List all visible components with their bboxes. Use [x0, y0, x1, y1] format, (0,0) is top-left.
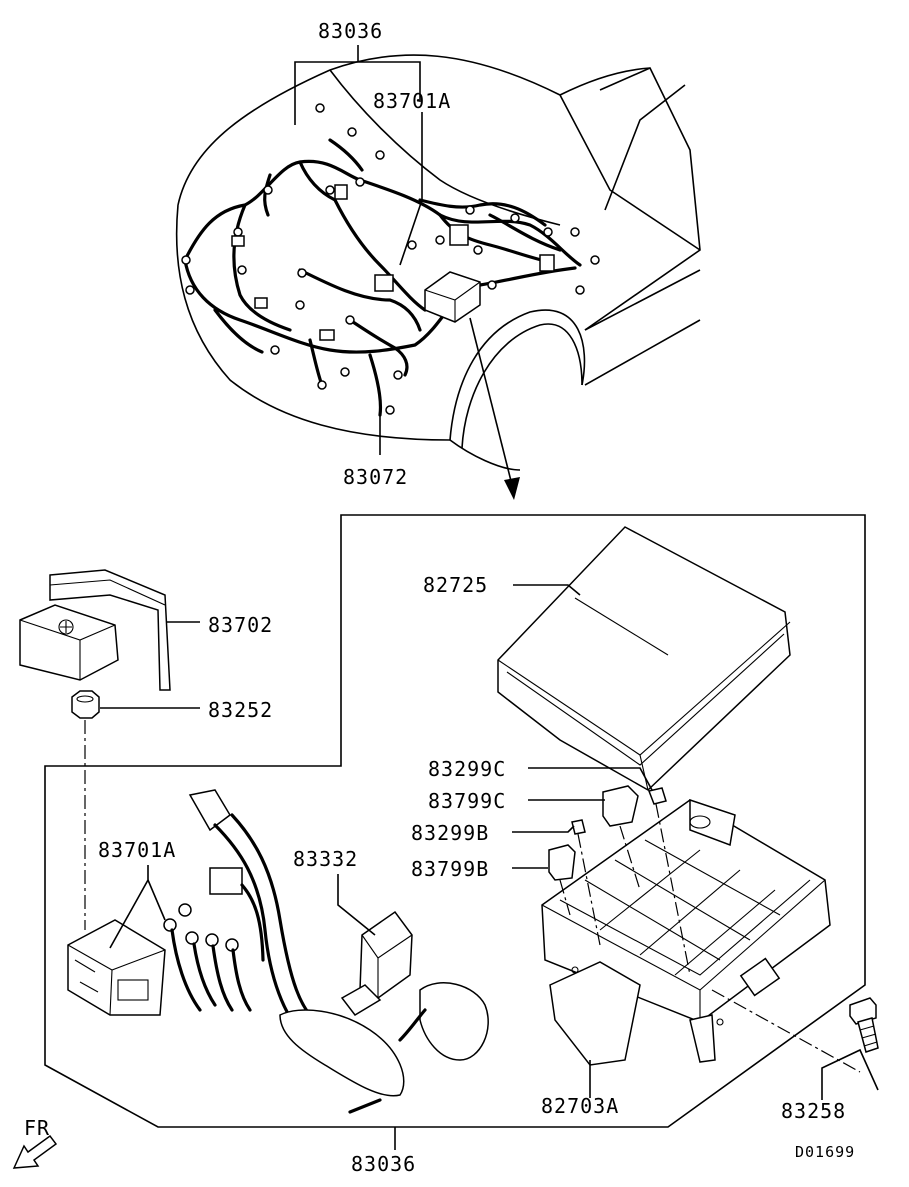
part-label-83701a: 83701A	[98, 838, 176, 862]
part-label-82703a: 82703A	[541, 1094, 619, 1118]
bracket-83702	[19, 569, 171, 691]
relay-box-82703a	[541, 798, 831, 1066]
callout-lines-top	[294, 45, 423, 455]
fuses-and-relays	[548, 785, 691, 976]
part-label-83701a-top: 83701A	[373, 89, 451, 113]
part-label-83072: 83072	[343, 465, 408, 489]
direction-label: FR	[24, 1116, 50, 1140]
relay-box-in-vehicle	[424, 271, 481, 323]
bolt-83258	[849, 997, 879, 1053]
part-label-83799c: 83799C	[428, 789, 506, 813]
drawing-code: D01699	[795, 1143, 855, 1161]
detail-frame	[44, 514, 866, 1128]
part-label-83036-bottom: 83036	[351, 1152, 416, 1176]
front-direction-arrow-icon	[12, 1134, 58, 1169]
callout-lines-bottom	[100, 584, 879, 1150]
part-label-83702: 83702	[208, 613, 273, 637]
connector-block-83701a	[67, 919, 166, 1016]
part-label-82725: 82725	[423, 573, 488, 597]
nut-83252	[71, 690, 100, 719]
part-label-83036-top: 83036	[318, 19, 383, 43]
part-label-83332: 83332	[293, 847, 358, 871]
terminal-cap-83332	[340, 910, 413, 1016]
part-label-83252: 83252	[208, 698, 273, 722]
part-label-83299c: 83299C	[428, 757, 506, 781]
part-label-83258: 83258	[781, 1099, 846, 1123]
battery-wiring	[163, 789, 489, 1114]
part-label-83299b: 83299B	[411, 821, 489, 845]
harness-connectors	[181, 103, 600, 415]
part-label-83799b: 83799B	[411, 857, 489, 881]
vehicle-outline	[175, 54, 701, 471]
bolt-axis	[711, 989, 861, 1073]
relay-box-cover	[497, 526, 791, 791]
detail-arrow	[469, 317, 520, 500]
